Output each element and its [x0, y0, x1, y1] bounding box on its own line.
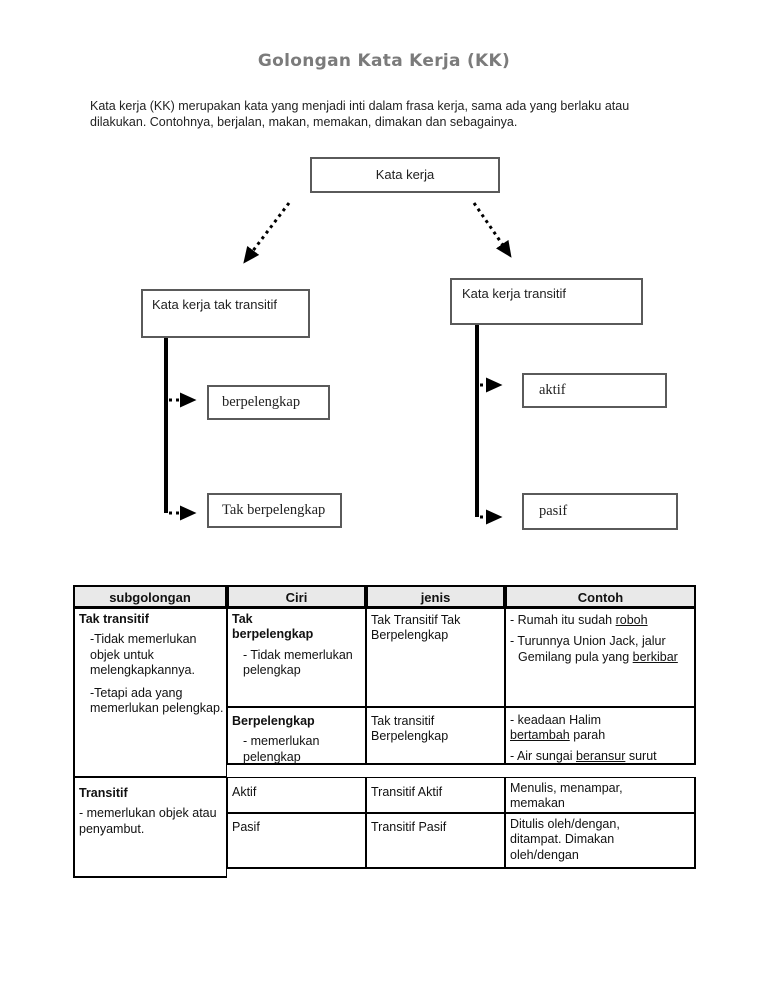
cell-jenis-row3: Transitif Aktif	[366, 777, 505, 813]
cell-ciri-pasif: Pasif	[227, 813, 366, 869]
cell-title: Berpelengkap	[232, 714, 315, 728]
page-title: Golongan Kata Kerja (KK)	[257, 51, 511, 71]
table-header-ciri: Ciri	[227, 585, 366, 608]
cell-title: Tak berpelengkap	[232, 612, 314, 642]
diagram-node-berpelengkap: berpelengkap	[207, 385, 330, 420]
example-sentence: - Turunnya Union Jack, jalur Gemilang pu…	[510, 634, 678, 664]
example-sentence: - keadaan Halim bertambah parah	[510, 713, 606, 743]
diagram-node-kata-kerja-tak-transitif: Kata kerja tak transitif	[141, 289, 310, 338]
table-header-subgolongan: subgolongan	[73, 585, 227, 608]
underlined-word: bertambah	[510, 728, 570, 743]
cell-text: Tak transitif Berpelengkap	[371, 714, 449, 744]
cell-contoh-row4: Ditulis oleh/dengan, ditampat. Dimakan o…	[505, 813, 696, 869]
cell-title: Transitif	[79, 786, 128, 800]
arrow-root-to-tak-transitif	[243, 202, 291, 264]
cell-point: -Tetapi ada yang memerlukan pelengkap.	[90, 686, 224, 716]
cell-point: - memerlukan objek atau penyambut.	[79, 806, 217, 836]
cell-contoh-row2: - keadaan Halim bertambah parah - Air su…	[505, 707, 696, 765]
cell-ciri-aktif: Aktif	[227, 777, 366, 813]
cell-point: - memerlukan pelengkap	[243, 734, 320, 764]
underlined-word: berkibar	[632, 649, 678, 664]
intro-paragraph: Kata kerja (KK) merupakan kata yang menj…	[90, 99, 630, 129]
underlined-word: roboh	[615, 613, 648, 627]
cell-text: Transitif Pasif	[371, 820, 447, 834]
table-header-jenis: jenis	[366, 585, 505, 608]
underlined-word: beransur	[576, 748, 626, 763]
cell-subgolongan-tak-transitif: Tak transitif -Tidak memerlukan objek un…	[73, 608, 227, 777]
arrow-root-to-transitif	[472, 202, 512, 258]
cell-contoh-row3: Menulis, menampar, memakan	[505, 777, 696, 813]
example-sentence: Menulis, menampar, memakan	[510, 781, 623, 811]
example-sentence: - Rumah itu sudah roboh	[510, 613, 648, 627]
cell-jenis-row4: Transitif Pasif	[366, 813, 505, 869]
diagram-node-kata-kerja: Kata kerja	[310, 157, 500, 193]
cell-text: Transitif Aktif	[371, 785, 443, 799]
cell-title: Tak transitif	[79, 612, 149, 626]
cell-jenis-row2: Tak transitif Berpelengkap	[366, 707, 505, 765]
diagram-node-aktif: aktif	[522, 373, 667, 408]
cell-ciri-tak-berpelengkap: Tak berpelengkap - Tidak memerlukan pele…	[227, 608, 366, 707]
example-sentence: Ditulis oleh/dengan, ditampat. Dimakan o…	[510, 817, 620, 862]
table-header-contoh: Contoh	[505, 585, 696, 608]
diagram-node-tak-berpelengkap: Tak berpelengkap	[207, 493, 342, 528]
cell-text: Tak Transitif Tak Berpelengkap	[371, 613, 461, 643]
cell-text: Aktif	[232, 785, 257, 799]
cell-ciri-berpelengkap: Berpelengkap - memerlukan pelengkap	[227, 707, 366, 765]
diagram-node-kata-kerja-transitif: Kata kerja transitif	[450, 278, 643, 325]
cell-point: - Tidak memerlukan pelengkap	[243, 647, 353, 677]
cell-subgolongan-transitif: Transitif - memerlukan objek atau penyam…	[73, 777, 227, 878]
example-sentence: - Air sungai beransur surut	[510, 748, 657, 763]
cell-contoh-row1: - Rumah itu sudah roboh - Turunnya Union…	[505, 608, 696, 707]
cell-text: Pasif	[232, 820, 260, 834]
diagram-node-pasif: pasif	[522, 493, 678, 530]
cell-point: -Tidak memerlukan objek untuk melengkapk…	[90, 632, 197, 677]
cell-jenis-row1: Tak Transitif Tak Berpelengkap	[366, 608, 505, 707]
